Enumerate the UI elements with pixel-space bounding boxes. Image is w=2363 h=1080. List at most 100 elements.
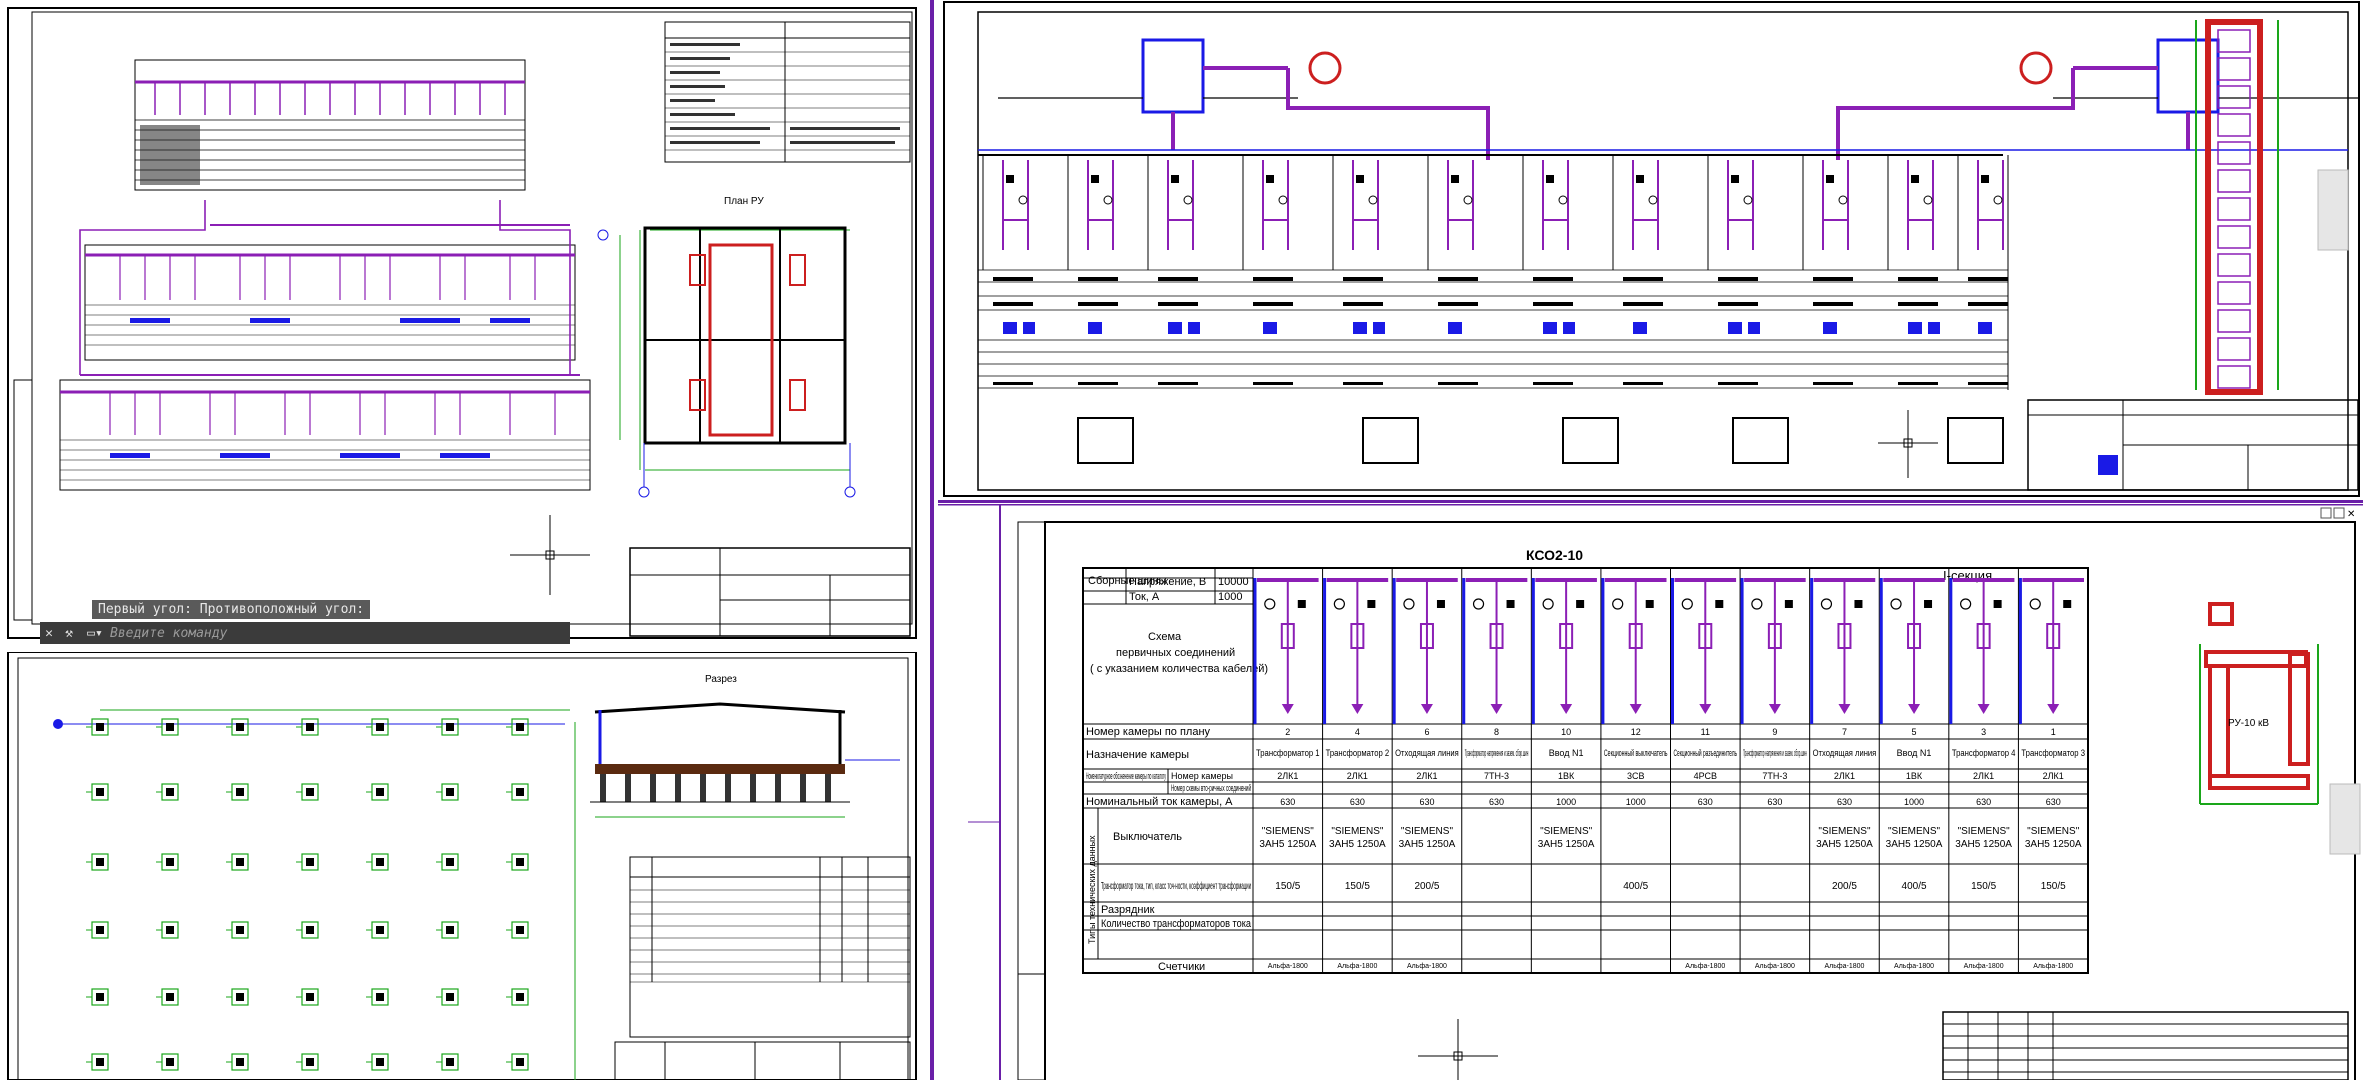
cell-breaker-model: 3AH5 1250A [1955, 839, 2012, 850]
switchgear-cell [1332, 155, 1383, 385]
cell-nom: 7ТН-3 [1484, 771, 1509, 781]
drawing-title-br: КСО2-10 [1526, 547, 1583, 563]
switchgear-cell [982, 155, 1033, 385]
plan-label-ru10: РУ-10 кВ [2228, 718, 2269, 729]
viewport-bottom-right[interactable]: КСО2-10 I-секция Сборные шины Напряжение… [938, 504, 2363, 1080]
foundation-pad [86, 1053, 109, 1071]
command-dropdown-icon[interactable]: ▭▾ [87, 625, 103, 641]
viewport-bottom-left[interactable]: Разрез [0, 652, 922, 1080]
foundation-pad [436, 783, 459, 801]
cell-current: 630 [1419, 797, 1434, 807]
switchgear-cell [1522, 155, 1573, 385]
row-label-nomenclature: Номенклатурное обозначение камеры по кат… [1086, 771, 1166, 781]
cell-ct: 400/5 [1623, 881, 1648, 892]
bottom-boxes-tr [1077, 417, 2004, 464]
cell-breaker-model: 3AH5 1250A [1816, 839, 1873, 850]
cell-no: 12 [1631, 727, 1641, 737]
drawing-sheet-br: КСО2-10 I-секция Сборные шины Напряжение… [938, 504, 2363, 1080]
cell-no: 11 [1701, 727, 1710, 737]
row-label-camera-name: Назначение камеры [1086, 749, 1189, 761]
scheme-label-1: Схема [1148, 631, 1182, 643]
cell-meter: Альфа-1800 [2033, 963, 2073, 970]
viewport-top-left[interactable]: План РУ [0, 0, 922, 650]
foundation-pad [156, 988, 179, 1006]
viewport-divider-horizontal[interactable] [938, 500, 2363, 503]
cell-no: 8 [1494, 727, 1499, 737]
switchgear-cell [1612, 155, 1663, 385]
switchgear-cell [1147, 155, 1198, 385]
viewport-divider-vertical[interactable] [930, 0, 934, 1080]
command-input[interactable]: Введите команду [110, 625, 228, 641]
cell-name: Трансформатор 2 [1326, 748, 1390, 758]
kso-table: Сборные шины Напряжение, В 10000 Ток, А … [1082, 567, 2089, 974]
switchgear-cells-tr [982, 155, 2009, 390]
cell-breaker-model: 3AH5 1250A [1329, 839, 1386, 850]
current-value: 1000 [1218, 591, 1242, 603]
foundation-pad [296, 718, 319, 736]
foundation-pad [86, 921, 109, 939]
busbars-label: Сборные шины [1088, 575, 1167, 587]
cell-current: 630 [1837, 797, 1852, 807]
title-block-br [1942, 1011, 2349, 1080]
foundation-pad [436, 853, 459, 871]
cell-ct: 150/5 [1971, 881, 1996, 892]
side-tab[interactable] [2329, 783, 2361, 855]
foundation-pad [226, 718, 249, 736]
foundation-pad [506, 783, 529, 801]
cell-no: 2 [1285, 727, 1290, 737]
cell-nom: 2ЛК1 [1834, 771, 1855, 781]
foundation-pad [156, 783, 179, 801]
cell-current: 1000 [1626, 797, 1646, 807]
viewport-controls[interactable]: ✕ [2320, 507, 2355, 520]
foundation-pad [366, 853, 389, 871]
cell-breaker-model: 3AH5 1250A [2025, 839, 2082, 850]
current-label: Ток, А [1129, 591, 1160, 603]
foundation-pad [86, 988, 109, 1006]
title-block-tr [2027, 399, 2359, 491]
spec-table-bl [614, 856, 911, 1080]
foundation-pad [506, 1053, 529, 1071]
cell-current: 630 [1350, 797, 1365, 807]
cell-meter: Альфа-1800 [1964, 963, 2004, 970]
row-label-side-group: Типы технических данных [1087, 835, 1097, 944]
cell-current: 630 [1280, 797, 1295, 807]
cell-breaker: "SIEMENS" [1888, 826, 1941, 837]
cell-nom: 7ТН-3 [1762, 771, 1787, 781]
cell-breaker: "SIEMENS" [1331, 826, 1384, 837]
cell-name: Ввод N1 [1897, 748, 1932, 758]
feeder-blocks-tr [998, 38, 2358, 160]
foundation-pad [86, 783, 109, 801]
command-tooltip: Первый угол: Противоположный угол: [92, 600, 371, 619]
row-label-ct: Трансформатор тока, тип, класс точ-ности… [1101, 880, 1251, 892]
row-label-breaker: Выключатель [1113, 831, 1182, 843]
close-icon[interactable]: ✕ [2347, 509, 2355, 520]
foundation-pad [86, 853, 109, 871]
cell-no: 6 [1424, 727, 1429, 737]
wrench-icon[interactable]: ⚒ [65, 625, 73, 641]
cell-name: Трансформатор 3 [2021, 748, 2085, 758]
command-line[interactable]: ✕ ⚒ ▭▾ Введите команду [40, 622, 570, 644]
cell-nom: 3СВ [1627, 771, 1645, 781]
cell-meter: Альфа-1800 [1755, 963, 1795, 970]
foundation-pad [226, 921, 249, 939]
cell-name: Трансформатор 4 [1952, 748, 2016, 758]
cell-ct: 150/5 [1275, 881, 1300, 892]
cell-breaker-model: 3AH5 1250A [1399, 839, 1456, 850]
foundation-pad [156, 921, 179, 939]
row-label-rated-current: Номинальный ток камеры, А [1086, 796, 1233, 808]
foundation-pad [156, 1053, 179, 1071]
foundation-pad [366, 1053, 389, 1071]
voltage-value: 10000 [1218, 576, 1249, 588]
close-icon[interactable]: ✕ [45, 625, 53, 641]
cell-current: 1000 [1904, 797, 1924, 807]
foundation-pad [86, 718, 109, 736]
foundation-plan [53, 709, 576, 1080]
viewport-top-right[interactable] [938, 0, 2363, 500]
foundation-pad [296, 921, 319, 939]
